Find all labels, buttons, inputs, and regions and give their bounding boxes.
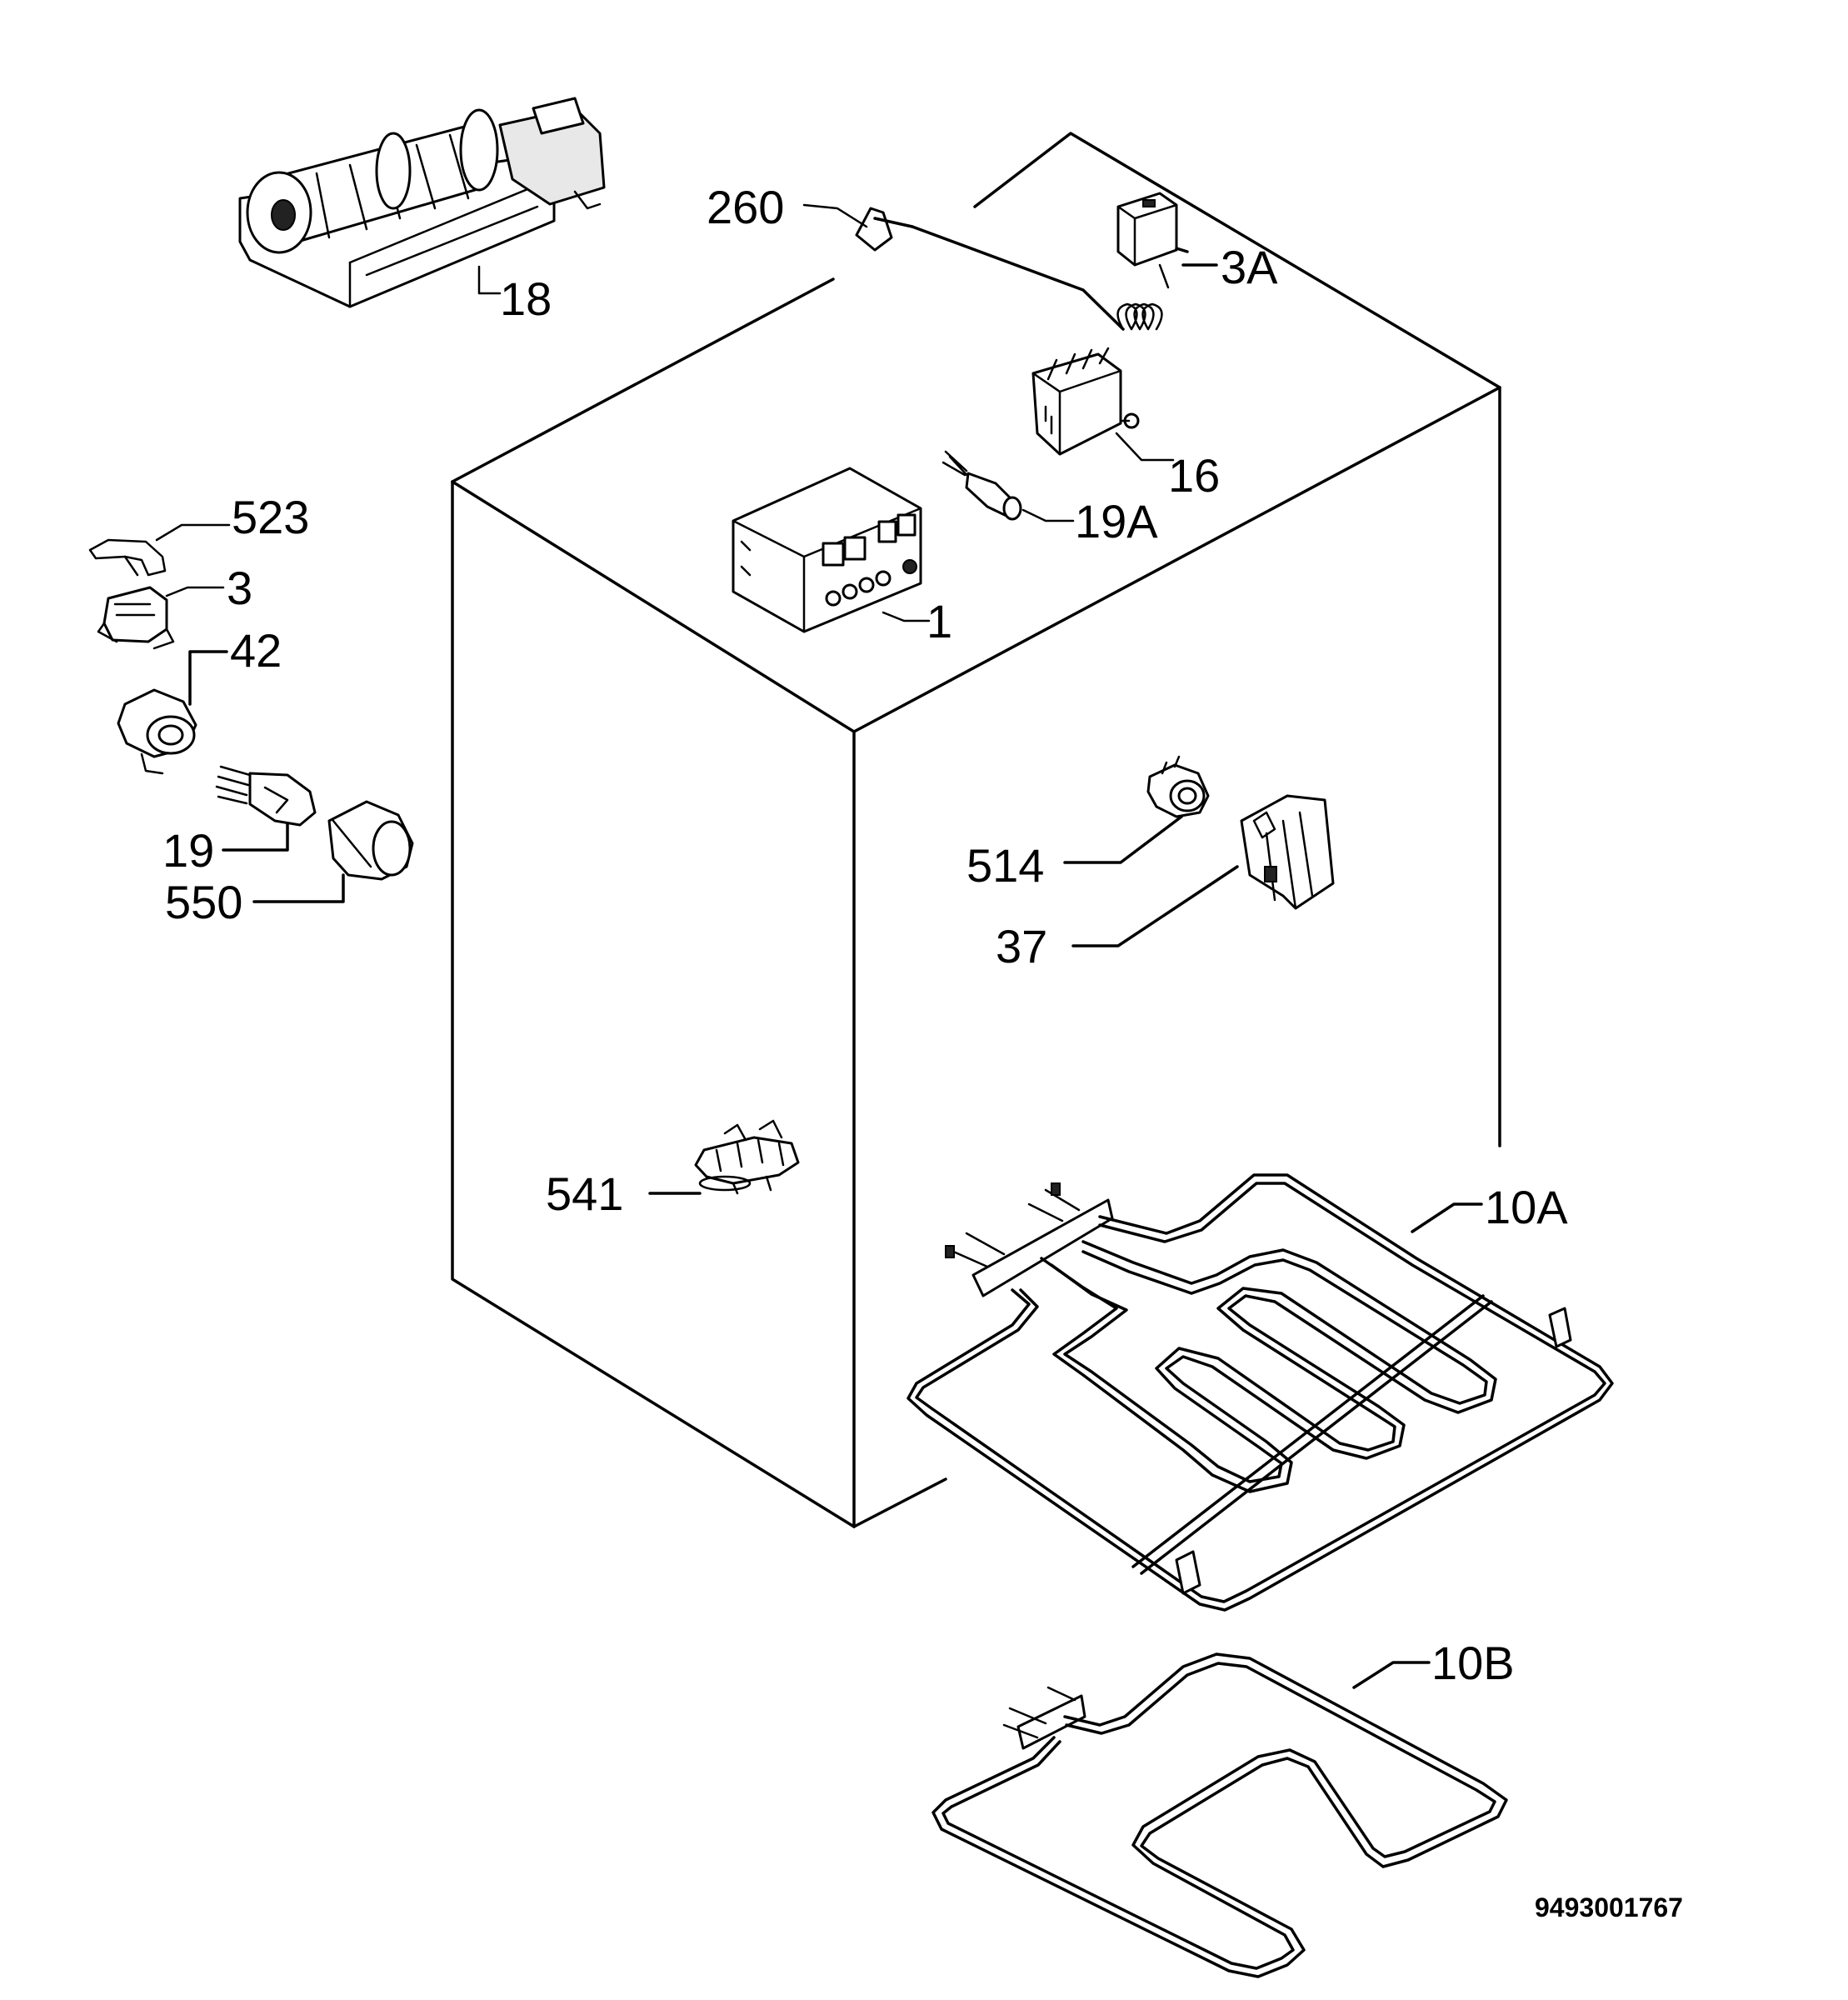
label-18: 18 [500,272,552,325]
label-16: 16 [1168,449,1220,502]
timer-module-part-1 [732,467,931,633]
label-514: 514 [966,839,1044,892]
lamp-socket-part-42 [117,650,228,775]
probe-sensor-part-260 [802,203,1163,331]
label-42: 42 [230,624,282,677]
label-19A: 19A [1075,495,1158,548]
lamp-holder-part-3 [97,586,225,650]
selector-switch-part-16 [1031,347,1175,462]
grommet-part-514 [1063,755,1210,864]
terminal-block-part-541 [648,1119,800,1195]
clip-part-523 [88,523,231,577]
drawing-code: 9493001767 [1535,1892,1683,1922]
label-260: 260 [707,181,784,233]
label-541: 541 [546,1168,623,1220]
label-523: 523 [232,491,309,543]
label-3A: 3A [1221,241,1278,293]
label-3: 3 [227,562,252,614]
label-1: 1 [926,595,952,648]
label-550: 550 [165,876,242,928]
oven-cabinet [451,132,1501,1528]
label-37: 37 [996,920,1047,972]
indicator-lamp-part-19A [941,450,1075,522]
grill-element-part-10A [907,1173,1614,1612]
lamp-bulb-part-19 [215,765,317,852]
thermostat-part-3A [1116,192,1218,289]
label-19: 19 [162,824,214,877]
fan-motor-part-18 [238,97,606,308]
door-switch-part-37 [1071,794,1335,948]
label-10B: 10B [1431,1637,1515,1689]
lamp-cover-part-550 [252,800,414,903]
bottom-element-part-10B [931,1652,1508,1978]
label-10A: 10A [1485,1181,1568,1233]
